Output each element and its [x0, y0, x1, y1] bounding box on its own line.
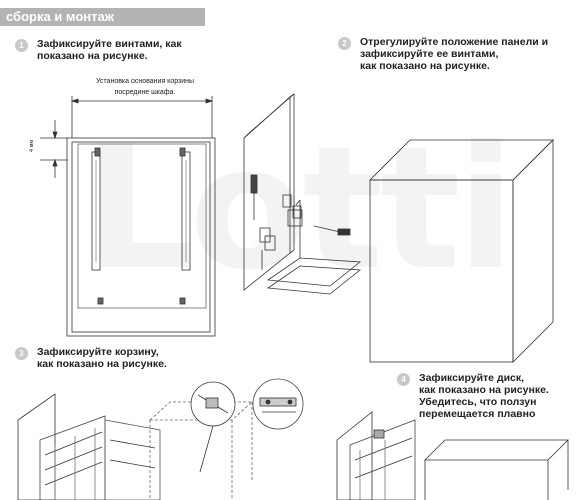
screwdriver-icon — [250, 174, 258, 194]
panel-side — [336, 411, 373, 500]
door-panel — [243, 96, 291, 291]
step-4: 4 Зафиксируйте диск, как показано на рис… — [397, 372, 549, 420]
dimension-label: Установка основания корзины посредине шк… — [95, 78, 195, 96]
step-text: Отрегулируйте положение панели и зафикси… — [360, 36, 549, 72]
cabinet-outline — [66, 137, 216, 337]
step-3: 3 Зафиксируйте корзину, как показано на … — [15, 346, 167, 370]
step-text: Зафиксируйте диск, как показано на рисун… — [419, 372, 549, 420]
step-text: Зафиксируйте корзину, как показано на ри… — [37, 346, 167, 370]
step-number: 3 — [15, 347, 28, 360]
step-2: 2 Отрегулируйте положение панели и зафик… — [338, 36, 548, 72]
arrow-right-icon — [205, 98, 214, 104]
section-header: сборка и монтаж — [0, 8, 205, 26]
step-1: 1 Зафиксируйте винтами, как показано на … — [15, 38, 182, 62]
panel-side — [17, 393, 56, 500]
step-text: Зафиксируйте винтами, как показано на ри… — [37, 38, 182, 62]
step-number: 4 — [397, 373, 410, 386]
step-number: 1 — [15, 39, 28, 52]
cabinet-top — [369, 139, 554, 181]
arrow-left-icon — [70, 98, 79, 104]
cabinet-front — [369, 179, 514, 363]
step-number: 2 — [338, 37, 351, 50]
